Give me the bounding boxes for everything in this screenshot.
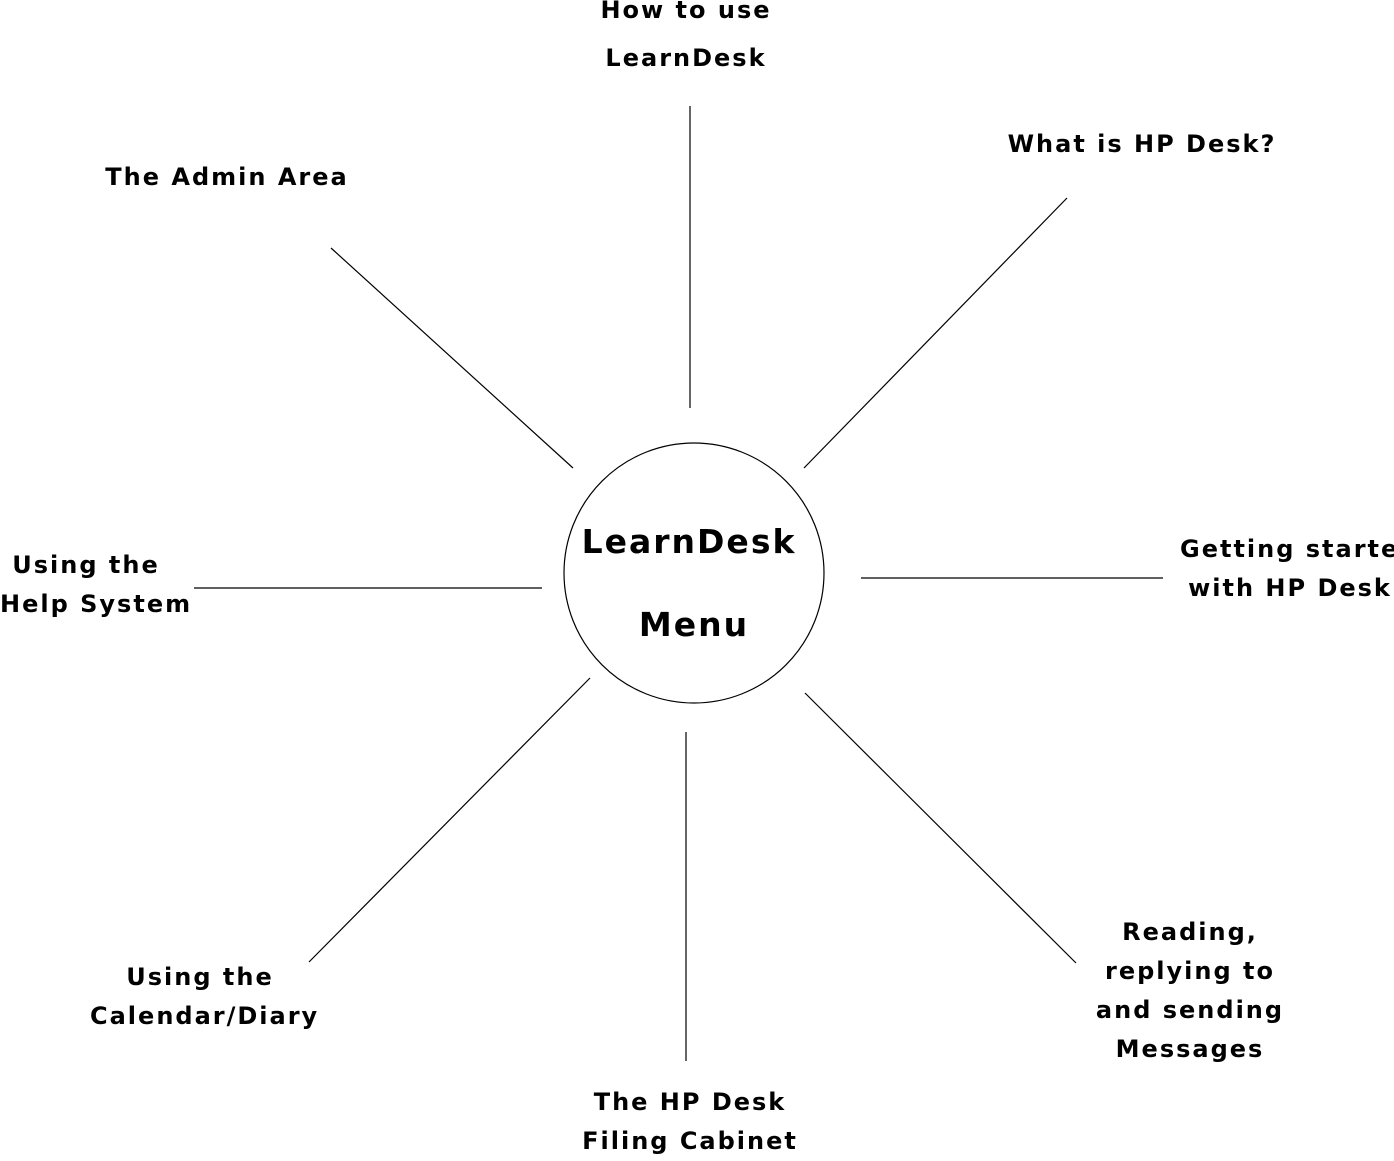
menu-item-label: LearnDesk bbox=[605, 44, 767, 72]
connector-calendar bbox=[308, 677, 591, 963]
menu-item-label: Help System bbox=[0, 590, 193, 618]
menu-item-label: Getting started bbox=[1180, 535, 1394, 563]
menu-item-label: The Admin Area bbox=[105, 163, 349, 191]
menu-item-calendar[interactable]: Using the Calendar/Diary bbox=[90, 958, 320, 1036]
center-circle bbox=[563, 442, 825, 704]
menu-item-label: Calendar/Diary bbox=[90, 1002, 320, 1030]
menu-item-label: What is HP Desk? bbox=[1007, 130, 1277, 158]
connector-admin-area bbox=[330, 247, 574, 469]
center-subtitle: Menu bbox=[569, 605, 819, 644]
menu-item-label: with HP Desk bbox=[1188, 574, 1392, 602]
menu-item-how-to-use[interactable]: How to use LearnDesk bbox=[576, 0, 796, 78]
menu-item-what-is-hp-desk[interactable]: What is HP Desk? bbox=[1002, 125, 1282, 164]
menu-item-help-system[interactable]: Using the Help System bbox=[0, 546, 193, 624]
menu-item-label: Using the bbox=[126, 963, 274, 991]
menu-item-admin-area[interactable]: The Admin Area bbox=[102, 158, 352, 197]
menu-item-label: Reading, bbox=[1122, 918, 1258, 946]
menu-item-getting-started[interactable]: Getting started with HP Desk bbox=[1180, 530, 1394, 608]
center-title-line1: LearnDesk bbox=[581, 522, 797, 561]
center-title-line2: Menu bbox=[638, 605, 750, 644]
connector-what-is-hp-desk bbox=[803, 197, 1068, 469]
menu-item-label: replying to bbox=[1105, 957, 1275, 985]
menu-item-label: Filing Cabinet bbox=[582, 1127, 798, 1155]
center-title: LearnDesk bbox=[564, 522, 814, 561]
menu-item-label: and sending bbox=[1095, 996, 1285, 1024]
connector-messages bbox=[804, 692, 1077, 964]
menu-item-label: How to use bbox=[600, 0, 772, 24]
menu-item-label: Messages bbox=[1115, 1035, 1265, 1063]
menu-item-label: The HP Desk bbox=[593, 1088, 787, 1116]
menu-item-label: Using the bbox=[12, 551, 160, 579]
menu-item-filing-cabinet[interactable]: The HP Desk Filing Cabinet bbox=[580, 1083, 800, 1161]
menu-item-messages[interactable]: Reading, replying to and sending Message… bbox=[1090, 913, 1290, 1069]
